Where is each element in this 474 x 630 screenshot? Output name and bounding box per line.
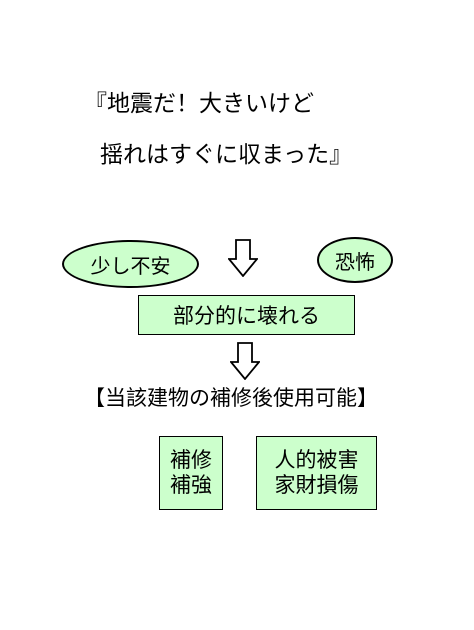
partial-damage-label: 部分的に壊れる — [173, 304, 320, 328]
anxiety-ellipse: 少し不安 — [62, 240, 199, 288]
repair-line-1: 補修 — [170, 447, 212, 472]
loss-box: 人的被害 家財損傷 — [256, 436, 377, 510]
down-arrow-icon — [228, 239, 258, 277]
loss-line-1: 人的被害 — [274, 447, 359, 472]
down-arrow-icon — [230, 342, 260, 380]
repair-box: 補修 補強 — [159, 436, 223, 510]
quote-line-2: 揺れはすぐに収まった』 — [100, 142, 353, 168]
anxiety-label: 少し不安 — [90, 253, 171, 278]
repair-line-2: 補強 — [170, 473, 212, 497]
fear-ellipse: 恐怖 — [317, 237, 393, 283]
quote-line-1: 『地震だ！大きいけど — [84, 91, 314, 117]
loss-line-2: 家財損傷 — [274, 473, 359, 497]
fear-label: 恐怖 — [335, 249, 375, 274]
partial-damage-box: 部分的に壊れる — [138, 295, 355, 335]
building-status: 【当該建物の補修後使用可能】 — [84, 386, 378, 410]
